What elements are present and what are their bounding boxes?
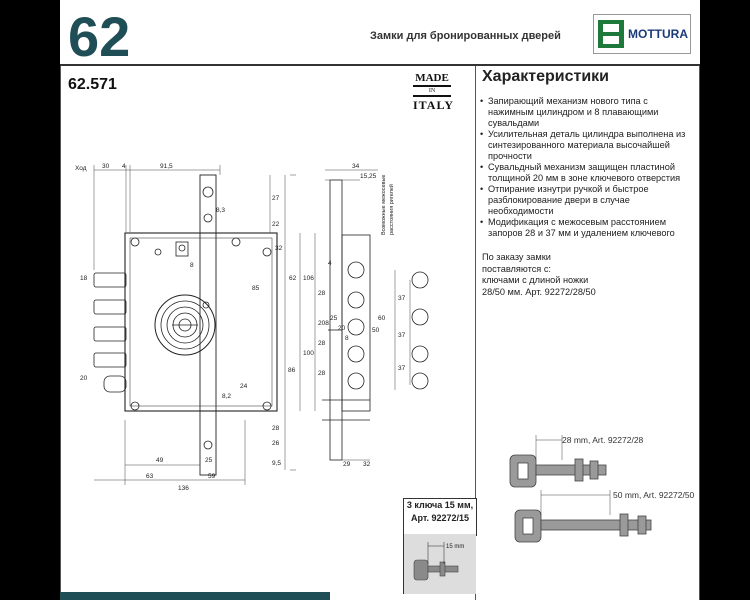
dim-label: 37 bbox=[398, 365, 406, 372]
dim-label: 100 bbox=[303, 350, 314, 357]
dim-label: 37 bbox=[398, 332, 406, 339]
key-15mm-label: 15 mm bbox=[446, 544, 464, 550]
dim-label: 136 bbox=[178, 485, 189, 492]
dim-label: 28 bbox=[318, 290, 326, 297]
dim-label: 24 bbox=[240, 383, 248, 390]
dim-label: 30 bbox=[102, 163, 110, 170]
features-list: Запирающий механизм нового типа с нажимн… bbox=[480, 96, 692, 239]
dim-label: 8,2 bbox=[222, 393, 231, 400]
dim-label: 27 bbox=[272, 195, 280, 202]
key-set-line: Арт. 92272/15 bbox=[410, 513, 470, 523]
drawing-note: расстояния ригелей bbox=[388, 184, 395, 235]
dim-label: 8 bbox=[345, 335, 349, 342]
dim-label: 4 bbox=[122, 163, 126, 170]
key-15mm-photo: 15 mm bbox=[403, 534, 476, 594]
key-28mm-label: 28 mm, Art. 92272/28 bbox=[562, 435, 644, 445]
key-set-line: 3 ключа 15 мм, bbox=[406, 500, 474, 510]
dim-label: 63 bbox=[146, 473, 154, 480]
dim-label: 4 bbox=[328, 260, 332, 267]
feature-item: Сувальдный механизм защищен пластиной то… bbox=[480, 162, 692, 184]
dim-label: 20 bbox=[80, 375, 88, 382]
mottura-logo: MOTTURA bbox=[593, 14, 691, 54]
order-line: 28/50 мм. Арт. 92272/28/50 bbox=[482, 286, 596, 297]
logo-text: MOTTURA bbox=[628, 27, 688, 41]
order-note: По заказу замки поставляются с: ключами … bbox=[482, 252, 682, 298]
model-number: 62.571 bbox=[68, 76, 117, 93]
in-text: IN bbox=[428, 88, 436, 94]
dim-label: 59 bbox=[208, 473, 216, 480]
dim-label: 15,25 bbox=[360, 173, 377, 180]
footer-bar bbox=[60, 592, 330, 600]
dim-label: 106 bbox=[303, 275, 314, 282]
dim-label: 20 bbox=[338, 325, 346, 332]
feature-item: Отпирание изнутри ручкой и быстрое разбл… bbox=[480, 184, 692, 217]
dim-label: 37 bbox=[398, 295, 406, 302]
keys-illustration bbox=[509, 435, 652, 543]
dim-label: 26 bbox=[272, 440, 280, 447]
dim-label: 28 bbox=[272, 425, 280, 432]
dim-label: 62 bbox=[289, 275, 297, 282]
dim-label: 8,3 bbox=[216, 207, 225, 214]
dim-label: 86 bbox=[288, 367, 296, 374]
dim-label: 28 bbox=[318, 340, 326, 347]
features-title: Характеристики bbox=[482, 68, 610, 85]
dim-label: 25 bbox=[205, 457, 213, 464]
feature-item: Усилительная деталь цилиндра выполнена и… bbox=[480, 129, 692, 162]
key-50mm-label: 50 mm, Art. 92272/50 bbox=[613, 490, 695, 500]
dim-label: 25 bbox=[330, 315, 338, 322]
made-in-italy-badge: MADE IN ITALY bbox=[413, 72, 453, 116]
header-rule bbox=[60, 64, 700, 66]
dim-label: 8 bbox=[190, 262, 194, 269]
lock-technical-drawing: Ход 30 4 91,5 34 15,25 18 20 27 22 32 62… bbox=[75, 163, 429, 492]
dim-label: 85 bbox=[252, 285, 260, 292]
dim-label: 18 bbox=[80, 275, 88, 282]
feature-item: Модификация с межосевым расстоянием запо… bbox=[480, 217, 692, 239]
dim-label: 50 bbox=[372, 327, 380, 334]
logo-mark-icon bbox=[598, 20, 624, 48]
dim-label: 49 bbox=[156, 457, 164, 464]
dim-label: 28 bbox=[318, 370, 326, 377]
page-number: 62 bbox=[68, 5, 131, 68]
drawing-note: Возможные межосевые bbox=[381, 175, 387, 235]
dim-label: 9,5 bbox=[272, 460, 281, 467]
catalog-page: 62 Замки для бронированных дверей MOTTUR… bbox=[60, 0, 700, 600]
dim-label: 34 bbox=[352, 163, 360, 170]
dim-label: 32 bbox=[363, 461, 371, 468]
feature-item: Запирающий механизм нового типа с нажимн… bbox=[480, 96, 692, 129]
page-subtitle: Замки для бронированных дверей bbox=[370, 30, 561, 42]
order-line: ключами с длиной ножки bbox=[482, 275, 589, 285]
dim-label: 208 bbox=[318, 320, 329, 327]
italy-text: ITALY bbox=[413, 95, 453, 113]
key-15mm-icon: 15 mm bbox=[413, 542, 464, 581]
dim-label: 91,5 bbox=[160, 163, 173, 170]
order-line: По заказу замки bbox=[482, 252, 551, 262]
divider bbox=[475, 66, 476, 600]
divider bbox=[60, 66, 61, 600]
key-set-caption: 3 ключа 15 мм, Арт. 92272/15 bbox=[403, 498, 477, 536]
dim-label: 22 bbox=[272, 221, 280, 228]
divider bbox=[699, 66, 700, 600]
order-line: поставляются с: bbox=[482, 263, 551, 274]
dim-label: 32 bbox=[275, 245, 283, 252]
dim-label: 60 bbox=[378, 315, 386, 322]
made-text: MADE bbox=[413, 72, 451, 87]
dim-label: 29 bbox=[343, 461, 351, 468]
dim-label-hod: Ход bbox=[75, 165, 87, 172]
